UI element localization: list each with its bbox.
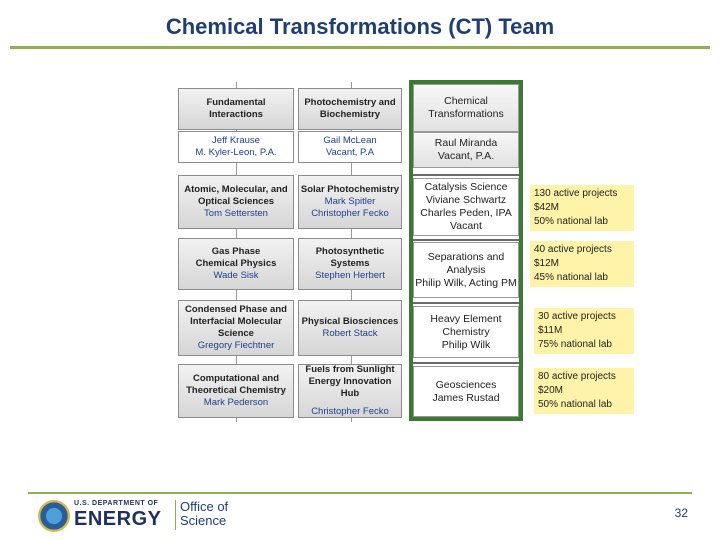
program-box-computational: Computational and Theoretical Chemistry … [178, 364, 294, 418]
mid-head-line: Biochemistry [319, 109, 381, 120]
left-head-names: Jeff Krause M. Kyler-Leon, P.A. [178, 131, 294, 163]
mid-head-line: Photochemistry and [304, 97, 396, 108]
program-box-physical-biosciences: Physical Biosciences Robert Stack [298, 300, 402, 356]
stat-projects: 130 active projects [534, 188, 618, 199]
program-title-line: Theoretical Chemistry [186, 385, 286, 396]
office-line: Science [180, 513, 227, 528]
stats-heavy-element: 30 active projects $11M 75% national lab [534, 308, 634, 354]
program-box-amo: Atomic, Molecular, and Optical Sciences … [178, 175, 294, 229]
stat-national-lab: 75% national lab [538, 339, 612, 350]
ct-program-heavy-element: Heavy Element Chemistry Philip Wilk [413, 306, 519, 358]
stats-catalysis: 130 active projects $42M 50% national la… [530, 185, 634, 231]
doe-dept-text: U.S. DEPARTMENT OF [74, 500, 159, 507]
person-name: M. Kyler-Leon, P.A. [195, 147, 277, 158]
stat-projects: 40 active projects [534, 244, 612, 255]
doe-energy-text: ENERGY [74, 508, 162, 530]
program-title-line: Fuels from Sunlight [305, 364, 395, 375]
person-name: Robert Stack [322, 328, 378, 339]
ct-program-catalysis: Catalysis Science Viviane Schwartz Charl… [413, 178, 519, 236]
stat-budget: $42M [534, 202, 560, 213]
person-name: Stephen Herbert [315, 270, 385, 281]
ct-leads-box: Raul Miranda Vacant, P.A. [413, 132, 519, 168]
mid-head-box: Photochemistry and Biochemistry [298, 88, 402, 130]
left-head-line: Interactions [209, 109, 263, 120]
program-box-photosynthetic: Photosynthetic Systems Stephen Herbert [298, 238, 402, 290]
program-box-condensed-phase: Condensed Phase and Interfacial Molecula… [178, 300, 294, 356]
person-name: Raul Miranda [434, 137, 498, 149]
ct-separator [413, 174, 519, 176]
program-title-line: Computational and [192, 373, 280, 384]
stat-projects: 80 active projects [538, 371, 616, 382]
person-name: Gregory Fiechtner [197, 340, 275, 351]
office-line: Office of [180, 499, 229, 514]
ct-separator [413, 302, 519, 304]
stat-budget: $12M [534, 258, 560, 269]
program-line: Viviane Schwartz [425, 194, 507, 206]
stat-national-lab: 50% national lab [534, 216, 608, 227]
ct-header-line: Chemical [444, 95, 488, 107]
person-name: Christopher Fecko [311, 208, 389, 219]
title-rule [10, 46, 710, 49]
logo-divider [175, 500, 176, 530]
program-title-line: Optical Sciences [197, 196, 275, 207]
stats-separations: 40 active projects $12M 45% national lab [530, 241, 634, 287]
program-title-line: Photosynthetic Systems [315, 246, 385, 269]
program-line: Philip Wilk [441, 338, 491, 351]
ct-highlight-frame: Chemical Transformations Raul Miranda Va… [409, 80, 523, 421]
stat-budget: $11M [538, 325, 563, 336]
stat-national-lab: 45% national lab [534, 272, 608, 283]
program-box-solar-photochemistry: Solar Photochemistry Mark Spitler Christ… [298, 175, 402, 229]
stat-national-lab: 50% national lab [538, 399, 612, 410]
program-line: Vacant [450, 220, 482, 232]
program-title-line: Solar Photochemistry [300, 184, 400, 195]
program-title-line: Condensed Phase and [185, 304, 287, 315]
footer-rule [28, 492, 692, 494]
page-number: 32 [674, 506, 688, 520]
program-title-line: Energy Innovation Hub [308, 376, 392, 399]
person-name: Christopher Fecko [311, 406, 389, 417]
program-title-line: Interfacial Molecular [190, 316, 282, 327]
ct-separator [413, 239, 519, 241]
program-line: Heavy Element [430, 312, 502, 325]
program-line: James Rustad [432, 391, 500, 404]
mid-head-names: Gail McLean Vacant, P.A [298, 131, 402, 163]
person-name: Tom Settersten [204, 208, 268, 219]
ct-header-line: Transformations [428, 108, 504, 120]
left-head-line: Fundamental [206, 97, 266, 108]
program-title-line: Atomic, Molecular, and [184, 184, 288, 195]
ct-header-box: Chemical Transformations [413, 84, 519, 132]
doe-logo: U.S. DEPARTMENT OF ENERGY Office of Scie… [38, 498, 238, 534]
person-name: Wade Sisk [213, 270, 259, 281]
person-name: Mark Pederson [203, 397, 269, 408]
program-box-fuels-from-sunlight: Fuels from Sunlight Energy Innovation Hu… [298, 364, 402, 418]
ct-separator [413, 362, 519, 364]
program-line: Chemistry [442, 325, 490, 338]
program-title-line: Science [218, 328, 254, 339]
program-line: Analysis [446, 263, 486, 276]
program-line: Geosciences [435, 378, 497, 391]
office-of-science: Office of Science [180, 500, 228, 528]
program-box-gas-phase: Gas Phase Chemical Physics Wade Sisk [178, 238, 294, 290]
slide-title: Chemical Transformations (CT) Team [165, 14, 555, 39]
left-head-box: Fundamental Interactions [178, 88, 294, 130]
ct-program-geosciences: Geosciences James Rustad [413, 366, 519, 417]
person-name: Gail McLean [323, 135, 377, 146]
program-line: Philip Wilk, Acting PM [415, 276, 517, 289]
program-title-line: Physical Biosciences [301, 316, 399, 327]
program-line: Separations and [427, 250, 505, 263]
ct-program-separations: Separations and Analysis Philip Wilk, Ac… [413, 242, 519, 298]
stats-geosciences: 80 active projects $20M 50% national lab [534, 368, 634, 414]
person-name: Vacant, P.A [325, 147, 375, 158]
program-title-line: Chemical Physics [195, 258, 277, 269]
program-title-line: Gas Phase [211, 246, 261, 257]
person-name: Mark Spitler [324, 196, 376, 207]
program-line: Catalysis Science [424, 181, 508, 193]
stat-projects: 30 active projects [538, 311, 616, 322]
person-name: Vacant, P.A. [437, 150, 495, 162]
doe-seal-icon [38, 500, 70, 532]
program-line: Charles Peden, IPA [420, 207, 512, 219]
stat-budget: $20M [538, 385, 564, 396]
person-name: Jeff Krause [212, 135, 260, 146]
